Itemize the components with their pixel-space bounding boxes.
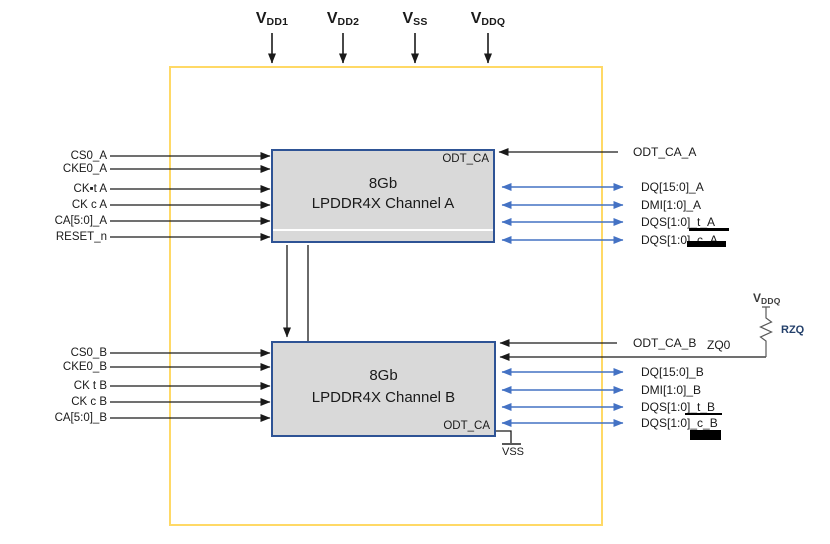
annotation-bar-dqs-c-b <box>690 430 721 440</box>
vddq-base: V <box>470 10 482 27</box>
channel-b-density-label: 8Gb <box>369 367 398 384</box>
rzq-resistor <box>759 306 773 357</box>
signal-label-cs0-b: CS0_B <box>70 347 107 359</box>
signal-label-ca-b: CA[5:0]_B <box>54 412 107 424</box>
vddq-sub: DDQ <box>481 16 506 28</box>
vdd2-label: VDD2 <box>308 8 378 33</box>
vdd2-base: V <box>326 10 338 27</box>
signal-label-dmi-a: DMI[1:0]_A <box>641 198 702 212</box>
vss-ground-label: VSS <box>501 446 524 458</box>
signal-label-dqs-c-b: DQS[1:0]_c_B <box>641 416 718 430</box>
signal-label-reset-n: RESET_n <box>55 231 107 243</box>
vss-sub: SS <box>413 16 428 28</box>
vss-label: VSS <box>380 8 450 33</box>
signal-label-dqs-t-a: DQS[1:0]_t_A <box>641 215 716 229</box>
signal-label-ck-c-a: CK c A <box>71 199 107 211</box>
vdd1-base: V <box>255 10 267 27</box>
signal-label-cke0-a: CKE0_A <box>62 163 107 175</box>
vdd1-sub: DD1 <box>266 16 289 28</box>
signal-label-dq-a: DQ[15:0]_A <box>641 180 704 194</box>
vddq-rail-base: V <box>753 291 762 305</box>
vddq-label: VDDQ <box>453 8 523 33</box>
signal-label-odt-ca-b: ODT_CA_B <box>633 336 697 350</box>
signal-label-ck-t-a: CK▪t A <box>73 183 107 195</box>
channel-a-name-label: LPDDR4X Channel A <box>311 195 455 212</box>
annotation-bar-dqs-t-b <box>685 413 722 415</box>
signal-label-zq0: ZQ0 <box>707 338 731 352</box>
channel-a-separator <box>273 229 493 231</box>
signal-label-dq-b: DQ[15:0]_B <box>641 365 704 379</box>
channel-a-odt-pin-label: ODT_CA <box>442 153 489 165</box>
channel-b-block: 8Gb LPDDR4X Channel B ODT_CA <box>271 341 496 437</box>
vddq-rail-label: VDDQ <box>753 291 781 308</box>
annotation-bar-dqs-t-a <box>689 228 729 231</box>
signal-label-cs0-a: CS0_A <box>70 150 107 162</box>
signal-label-cke0-b: CKE0_B <box>62 361 107 373</box>
signal-label-ca-a: CA[5:0]_A <box>54 215 107 227</box>
package-outline <box>169 66 603 526</box>
signal-label-dmi-b: DMI[1:0]_B <box>641 383 702 397</box>
vdd2-sub: DD2 <box>337 16 360 28</box>
channel-a-density-label: 8Gb <box>368 175 398 192</box>
rzq-label: RZQ <box>781 324 805 336</box>
signal-label-ck-t-b: CK t B <box>73 380 107 392</box>
channel-a-block: ODT_CA 8Gb LPDDR4X Channel A <box>271 149 495 243</box>
signal-label-dqs-t-b: DQS[1:0]_t_B <box>641 400 716 414</box>
vddq-rail-sub: DDQ <box>761 296 781 306</box>
channel-b-odt-pin-label: ODT_CA <box>443 420 490 432</box>
channel-b-name-label: LPDDR4X Channel B <box>311 389 456 406</box>
signal-label-odt-ca-a: ODT_CA_A <box>633 145 697 159</box>
annotation-bar-dqs-c-a <box>687 241 726 247</box>
signal-label-ck-c-b: CK c B <box>71 396 107 408</box>
vdd1-label: VDD1 <box>237 8 307 33</box>
vss-base: V <box>402 10 414 27</box>
